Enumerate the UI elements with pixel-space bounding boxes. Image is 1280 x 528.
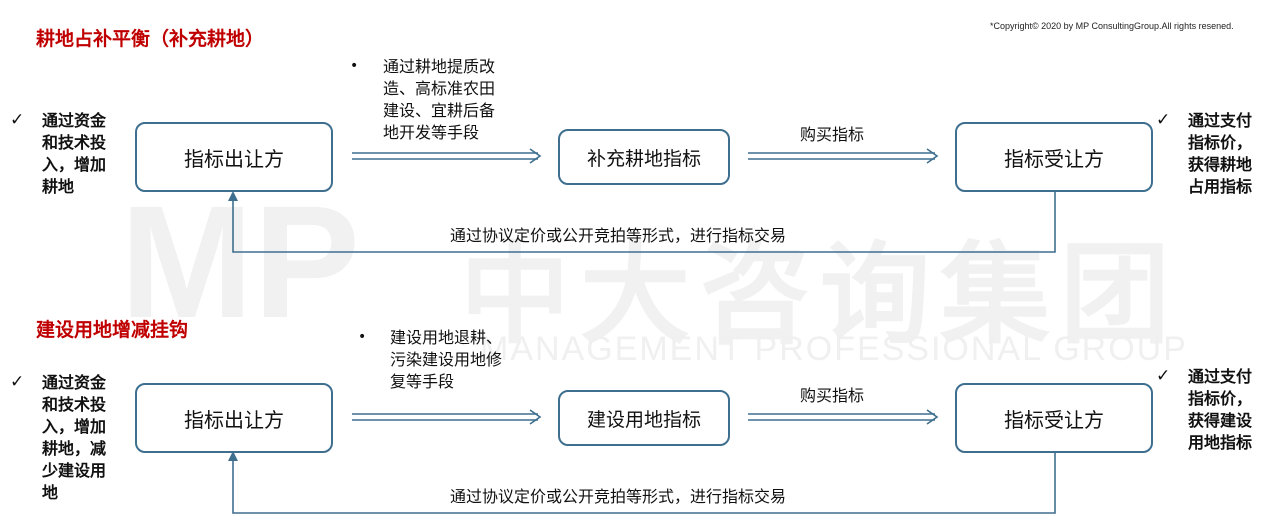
copyright-text: *Copyright© 2020 by MP ConsultingGroup.A… (990, 21, 1234, 31)
arrow-buy-1 (748, 148, 939, 164)
section-title-2: 建设用地增减挂钩 (36, 319, 189, 341)
bullet-icon: • (350, 58, 359, 74)
watermark-english: MANAGEMENT PROFESSIONAL GROUP (480, 330, 1188, 368)
bullet-icon: • (358, 329, 367, 345)
check-icon: ✓ (1156, 110, 1171, 130)
box-transferee-1: 指标受让方 (955, 122, 1153, 192)
arrow-supply-1 (352, 148, 542, 164)
box-indicator-1: 补充耕地指标 (558, 129, 730, 185)
box-indicator-2: 建设用地指标 (558, 390, 730, 446)
box-transferor-1: 指标出让方 (135, 122, 333, 192)
feedback-line-2 (228, 451, 1056, 514)
arrow1-note-1: 通过耕地提质改 造、高标准农田 建设、宜耕后备 地开发等手段 (383, 57, 496, 142)
right-note-2: 通过支付 指标价， 获得建设 用地指标 (1188, 367, 1253, 452)
left-note-1: 通过资金 和技术投 入，增加 耕地 (42, 111, 107, 196)
feedback-line-1 (228, 191, 1056, 253)
check-icon: ✓ (10, 372, 25, 392)
section-title-1: 耕地占补平衡（补充耕地） (36, 28, 265, 50)
right-note-1: 通过支付 指标价， 获得耕地 占用指标 (1188, 111, 1253, 196)
left-note-2: 通过资金 和技术投 入，增加 耕地，减 少建设用 地 (42, 373, 107, 502)
box-transferor-2: 指标出让方 (135, 383, 333, 453)
watermark-logo: MP (120, 172, 360, 351)
feedback-label-1: 通过协议定价或公开竞拍等形式，进行指标交易 (450, 226, 787, 245)
arrow-supply-2 (352, 409, 542, 425)
check-icon: ✓ (1156, 366, 1171, 386)
feedback-label-2: 通过协议定价或公开竞拍等形式，进行指标交易 (450, 487, 787, 506)
check-icon: ✓ (10, 110, 25, 130)
box-transferee-2: 指标受让方 (955, 383, 1153, 453)
buy-label-2: 购买指标 (800, 386, 865, 405)
buy-label-1: 购买指标 (800, 125, 865, 144)
arrow1-note-2: 建设用地退耕、 污染建设用地修 复等手段 (390, 328, 503, 391)
arrow-buy-2 (748, 409, 939, 425)
